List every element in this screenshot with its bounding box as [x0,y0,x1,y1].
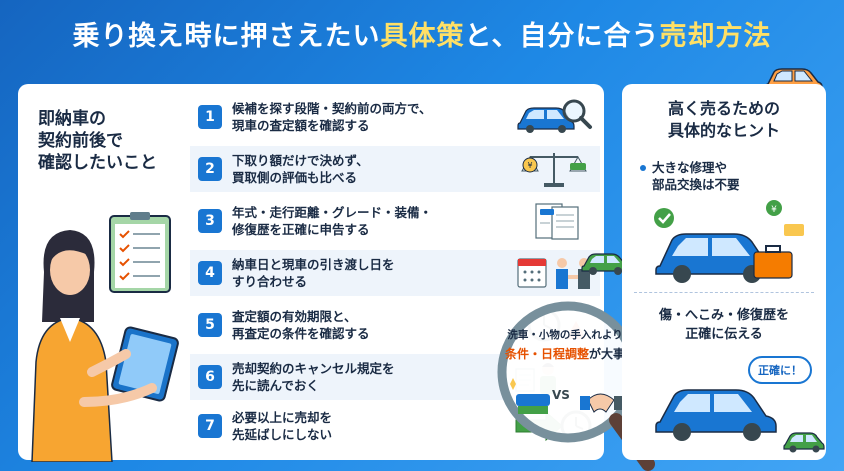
right-text2-line: 傷・へこみ・修復歴を [658,308,789,323]
title-highlight2: 売却方法 [659,21,772,52]
magnifier-line2-rest: が大事 [589,347,626,361]
right-text2: 傷・へこみ・修復歴を 正確に伝える [622,306,826,344]
small-green-car-icon [783,432,825,453]
item-number: 1 [198,105,222,129]
item-number: 7 [198,414,222,438]
item-text-line: 先に読んでおく [232,378,319,393]
right-bullet: 大きな修理や 部品交換は不要 [640,159,820,193]
magnifier-line2: 条件・日程調整が大事 [500,345,630,362]
right-text2-line: 正確に伝える [685,327,763,342]
right-title-line: 高く売るための [667,99,780,118]
documents-icon [535,203,579,240]
item-number: 5 [198,313,222,337]
item-text-line: 必要以上に売却を [232,410,333,425]
woman-with-tablet-icon [31,212,179,462]
page-title: 乗り換え時に押さえたい具体策と、自分に合う売却方法 [0,14,844,70]
green-car-icon [581,253,629,275]
item-number: 3 [198,209,222,233]
right-bullet-line: 大きな修理や [652,160,728,175]
item-number: 4 [198,261,222,285]
title-part1: 乗り換え時に押さえたい [72,21,381,52]
item-text-line: 下取り額だけで決めず、 [232,153,369,168]
item-number: 6 [198,365,222,389]
magnifier-line1: 洗車・小物の手入れより [507,329,623,341]
car-toolbox-icon: ¥ [654,200,804,283]
right-title-line: 具体的なヒント [667,121,780,140]
title-part3: と、自分に合う [464,21,660,52]
svg-text:¥: ¥ [527,161,532,170]
item-text-line: 現車の査定額を確認する [232,118,370,133]
title-highlight1: 具体策 [380,21,465,52]
left-heading-line: 即納車の [38,109,106,129]
checklist-item-3: 3 年式・走行距離・グレード・装備・修復歴を正確に申告する [190,198,600,244]
right-panel-title: 高く売るための 具体的なヒント [622,98,826,142]
item-text-line: 査定額の有効期限と、 [232,309,357,324]
checklist-item-4: 4 納車日と現車の引き渡し日をすり合わせる [190,250,600,296]
item-text-line: 先延ばしにしない [232,427,333,442]
checklist-item-1: 1 候補を探す段階・契約前の両方で、現車の査定額を確認する [190,94,600,140]
car-magnifier-icon [517,99,592,133]
item-text-line: 買取側の評価も比べる [232,170,358,185]
left-heading: 即納車の 契約前後で 確認したいこと [38,108,188,174]
item-text-line: すり合わせる [232,274,308,289]
svg-text:¥: ¥ [771,205,777,215]
left-heading-line: 契約前後で [38,131,123,151]
scale-icon: ¥ [521,153,587,187]
speech-bubble: 正確に！ [748,356,812,384]
item-text-line: 再査定の条件を確認する [232,326,370,341]
right-bullet-line: 部品交換は不要 [652,177,740,192]
magnifier-highlight: 条件・日程調整 [504,347,589,361]
item-text-line: 売却契約のキャンセル規定を [232,361,395,376]
item-text-line: 候補を探す段階・契約前の両方で、 [232,101,432,116]
right-divider [634,292,814,293]
item-number: 2 [198,157,222,181]
item-text-line: 納車日と現車の引き渡し日を [232,257,395,272]
vs-label: VS [552,388,570,402]
item-text-line: 年式・走行距離・グレード・装備・ [232,205,433,220]
blue-car-icon [655,389,777,441]
checklist-item-2: 2 下取り額だけで決めず、買取側の評価も比べる ¥ [190,146,600,192]
right-panel: 高く売るための 具体的なヒント 大きな修理や 部品交換は不要 ¥ 傷・へこみ・修… [622,84,826,460]
left-heading-line: 確認したいこと [38,153,157,173]
magnifier-icon [497,301,655,471]
item-text-line: 修復歴を正確に申告する [232,222,370,237]
